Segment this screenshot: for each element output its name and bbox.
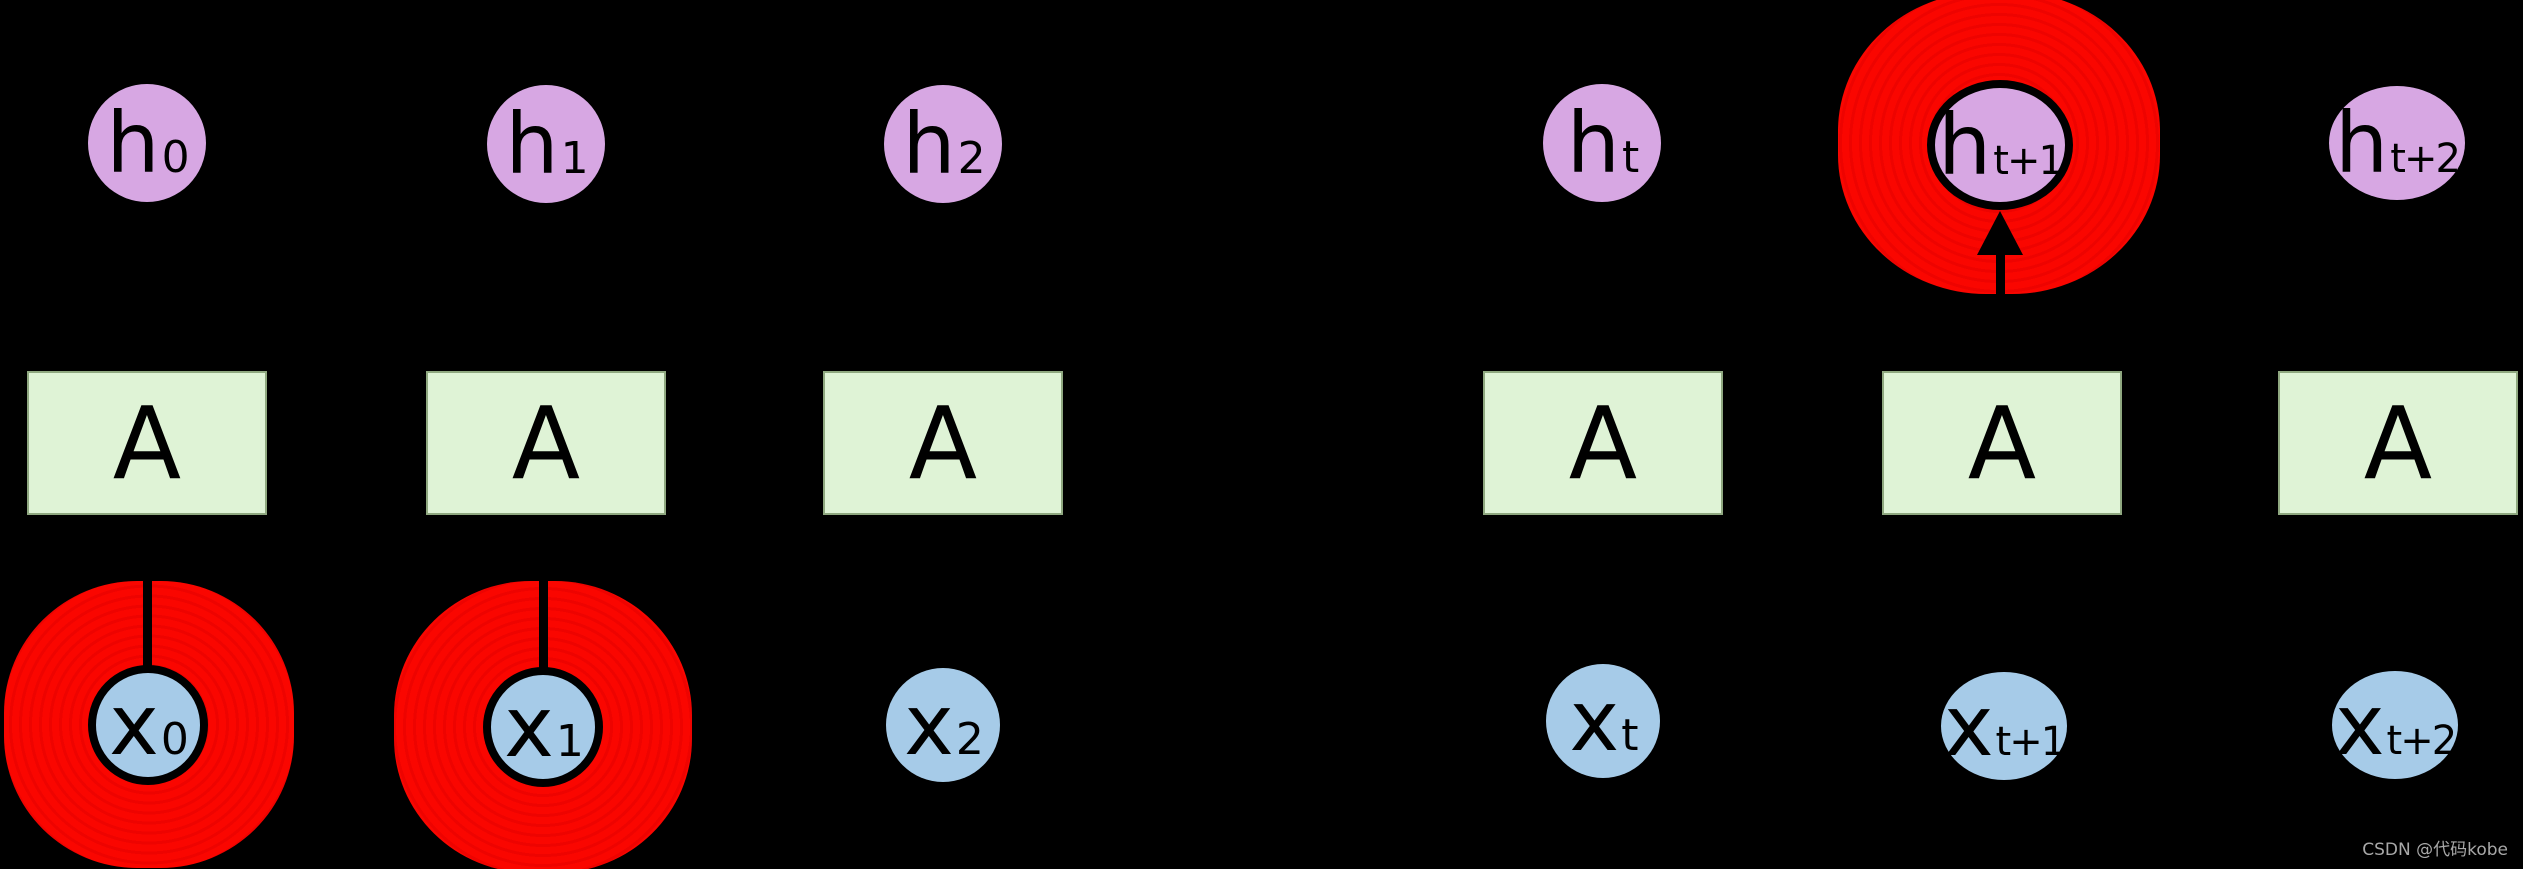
- cell-label: A: [1967, 384, 2037, 502]
- rnn-cell-5: A: [1882, 371, 2122, 515]
- cell-label: A: [511, 384, 581, 502]
- arrow-up-icon: [1977, 211, 2023, 255]
- rnn-cell-3: A: [823, 371, 1063, 515]
- rnn-cell-6: A: [2278, 371, 2518, 515]
- watermark-text: CSDN @代码kobe: [2362, 840, 2508, 860]
- cell-label: A: [1568, 384, 1638, 502]
- edge-x1-to-cell: [539, 578, 548, 670]
- edge-cell-to-ht1: [1996, 250, 2005, 298]
- rnn-cell-2: A: [426, 371, 666, 515]
- edge-x0-to-cell: [143, 578, 152, 670]
- cell-label: A: [112, 384, 182, 502]
- rnn-cell-1: A: [27, 371, 267, 515]
- rnn-cell-4: A: [1483, 371, 1723, 515]
- cell-label: A: [2363, 384, 2433, 502]
- cell-label: A: [908, 384, 978, 502]
